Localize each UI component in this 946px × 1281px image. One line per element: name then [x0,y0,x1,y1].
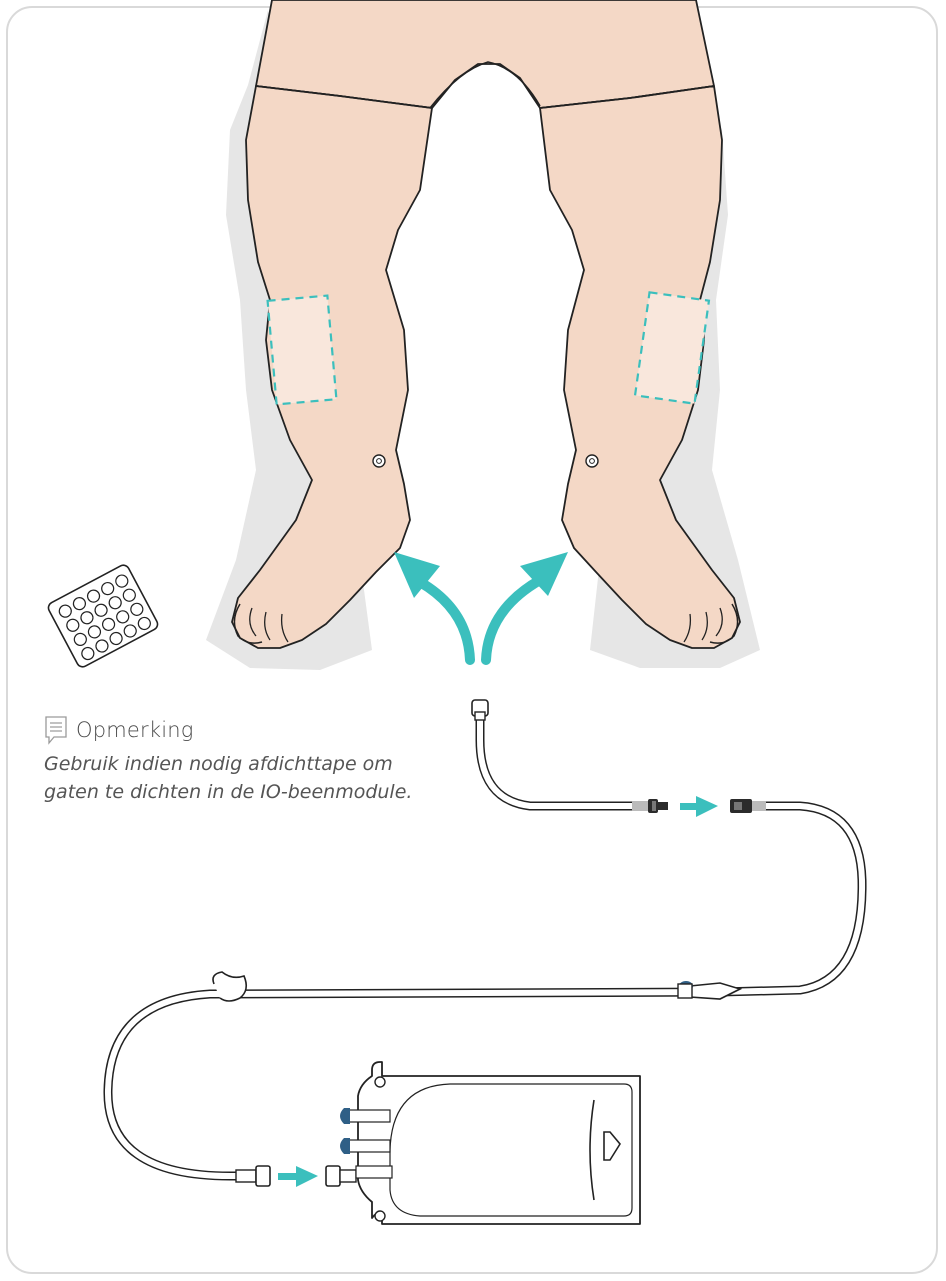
note-icon [44,715,68,745]
connector-female [730,799,752,813]
arrow-connect-upper [680,796,718,817]
roller-clamp [678,981,740,999]
note-line-1: Gebruik indien nodig afdichttape om [44,750,464,778]
tube-end-cap [472,700,488,720]
note-line-2: gaten te dichten in de IO-beenmodule. [44,778,464,806]
diaper [256,0,714,108]
connector-lower-male [236,1166,270,1186]
arrow-to-right-leg [486,552,568,660]
io-site-right [635,292,709,403]
note-title: Opmerking [76,718,194,742]
note-header: Opmerking [44,712,464,748]
sealing-tape-sheet [46,563,159,669]
arrow-to-left-leg [394,552,470,660]
note-box: Opmerking Gebruik indien nodig afdichtta… [44,712,464,806]
note-text: Gebruik indien nodig afdichttape om gate… [44,750,464,806]
connector-lower-female [326,1166,356,1186]
leg-hole-right [586,455,598,467]
arrow-connect-lower [278,1166,318,1187]
iv-bag [340,1062,640,1224]
leg-hole-left [373,455,385,467]
io-site-left [268,296,337,405]
connector-male [648,799,668,813]
iv-tube-upper [480,716,650,811]
